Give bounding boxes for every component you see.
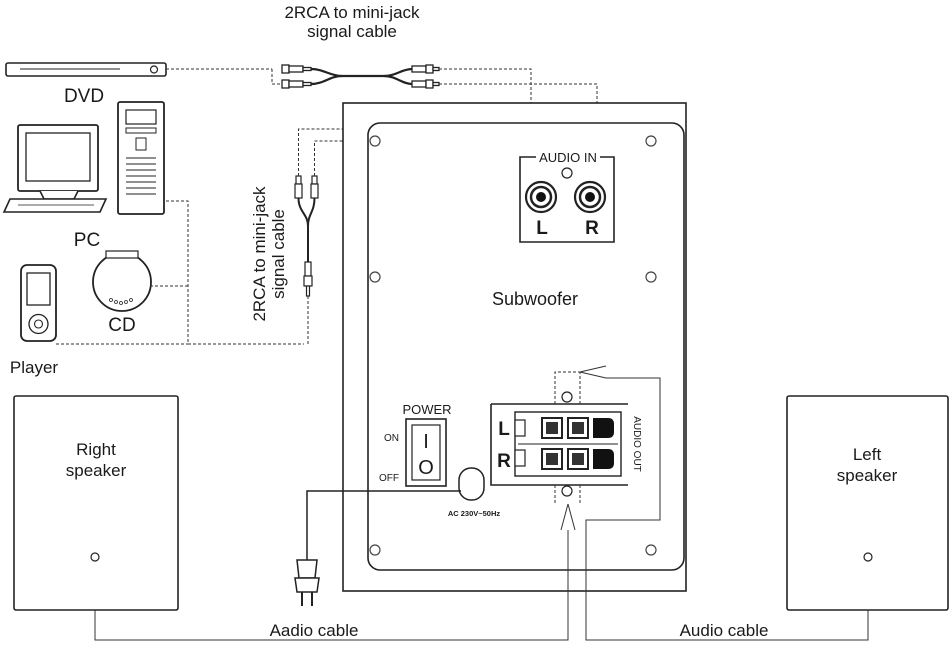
top-signal-cable <box>281 64 440 89</box>
side-cable-label-line1: 2RCA to mini-jack <box>250 186 269 322</box>
side-cable-label-line2: signal cable <box>269 209 288 299</box>
power-cord <box>294 490 461 606</box>
side-signal-cable <box>294 175 319 297</box>
left-speaker-label-line1: Left <box>853 445 882 464</box>
audio-out-terminal <box>490 391 628 497</box>
on-label: ON <box>384 433 399 444</box>
subwoofer-body <box>342 102 687 592</box>
top-cable-label-line1: 2RCA to mini-jack <box>284 3 420 22</box>
audio-in-left-label: L <box>536 218 548 239</box>
top-cable-label-line2: signal cable <box>307 22 397 41</box>
audio-out-label: AUDIO OUT <box>631 416 642 472</box>
subwoofer-label: Subwoofer <box>492 289 578 309</box>
source-wiring <box>56 68 304 345</box>
audio-in-panel <box>519 156 615 243</box>
power-switch[interactable] <box>405 418 447 487</box>
switch-on-mark: I <box>423 431 429 453</box>
ac-inlet <box>458 467 485 501</box>
audio-in-label: AUDIO IN <box>539 150 597 165</box>
audio-cable-label: Audio cable <box>680 621 769 640</box>
mp3-player <box>20 264 57 342</box>
off-label: OFF <box>379 473 399 484</box>
pc-label: PC <box>74 230 100 251</box>
audio-out-right-label: R <box>497 451 511 472</box>
dvd-label: DVD <box>64 86 104 107</box>
cd-player <box>92 250 152 312</box>
player-label: Player <box>10 358 59 377</box>
right-speaker <box>13 395 179 611</box>
right-speaker-label-line1: Right <box>76 440 116 459</box>
dvd-player <box>5 62 167 77</box>
switch-off-mark: O <box>418 457 434 479</box>
pc-computer <box>2 101 165 215</box>
right-speaker-label-line2: speaker <box>66 461 127 480</box>
cd-label: CD <box>108 315 135 336</box>
aadio-cable-label: Aadio cable <box>270 621 359 640</box>
ac-rating-label: AC 230V~50Hz <box>448 509 501 518</box>
left-speaker-label-line2: speaker <box>837 466 898 485</box>
audio-in-right-label: R <box>585 218 599 239</box>
left-speaker <box>786 395 949 611</box>
power-label: POWER <box>402 402 451 417</box>
audio-out-left-label: L <box>498 419 510 440</box>
